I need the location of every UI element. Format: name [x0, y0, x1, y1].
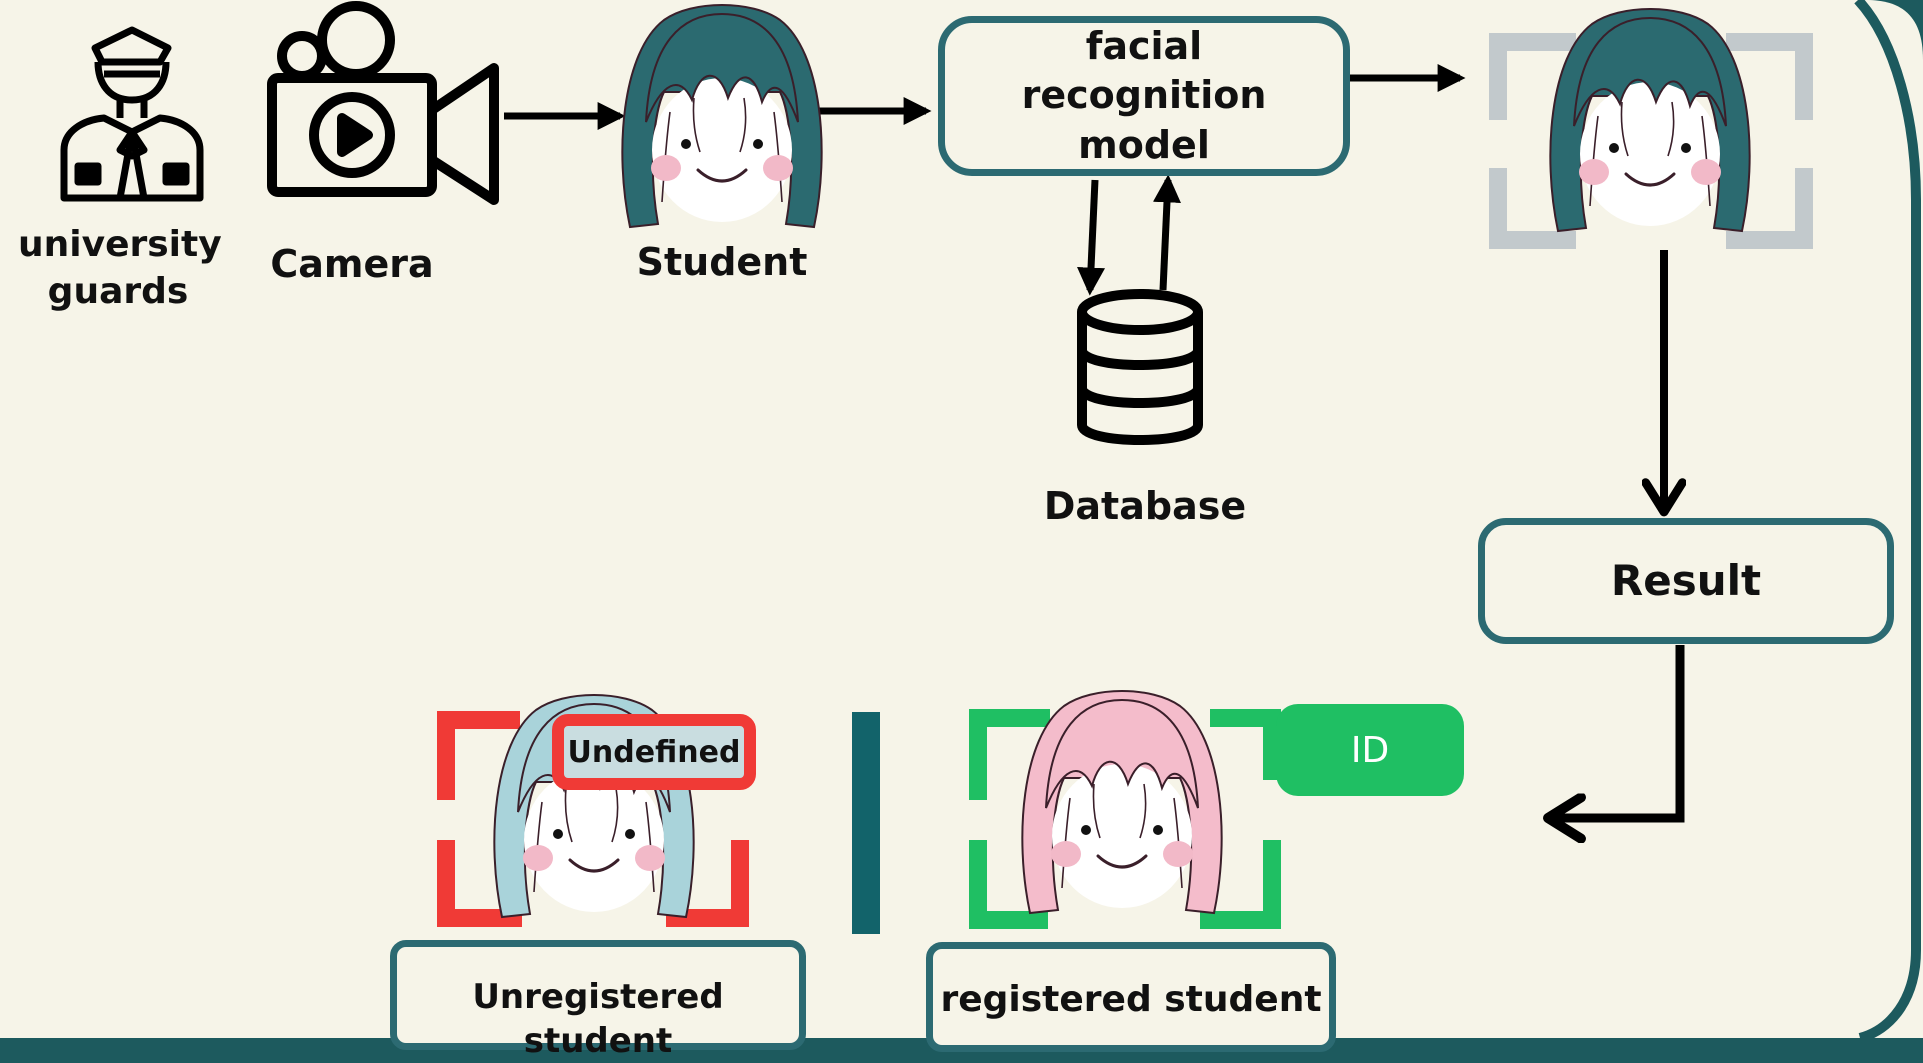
detected-face-frame — [1489, 33, 1813, 249]
registered-face-frame — [969, 709, 1281, 929]
model-box: facial recognition model — [938, 16, 1350, 176]
registered-box: registered student — [926, 942, 1336, 1052]
guards-label: university guards — [18, 224, 222, 312]
database-icon — [1077, 289, 1203, 445]
id-tag: ID — [1276, 704, 1464, 796]
arrow-model-to-database — [1077, 179, 1106, 296]
arrow-database-to-model — [1152, 174, 1181, 291]
undefined-tag: Undefined — [552, 714, 756, 790]
guard-icon — [60, 26, 204, 202]
undefined-tag-label: Undefined — [567, 734, 741, 770]
result-label: Result — [1610, 555, 1762, 605]
id-tag-label: ID — [1350, 729, 1390, 771]
registered-label: registered student — [940, 979, 1322, 1020]
model-label: facial recognition model — [1021, 23, 1267, 167]
registered-face-icon — [1020, 689, 1224, 915]
camera-label: Camera — [270, 242, 434, 286]
arrow-result-to-outcomes — [1548, 645, 1685, 818]
unregistered-face-frame — [437, 711, 749, 927]
database-label: Database — [1043, 484, 1247, 528]
result-box: Result — [1478, 518, 1894, 644]
student-face-icon — [620, 3, 824, 229]
frame-border — [1854, 0, 1921, 1038]
detected-face-icon — [1548, 7, 1752, 233]
unregistered-label: Unregistered student — [472, 977, 724, 1062]
student-label: Student — [636, 240, 808, 284]
video-camera-icon — [267, 1, 499, 205]
divider-bar — [850, 712, 880, 934]
unregistered-box: Unregistered student — [390, 940, 806, 1061]
